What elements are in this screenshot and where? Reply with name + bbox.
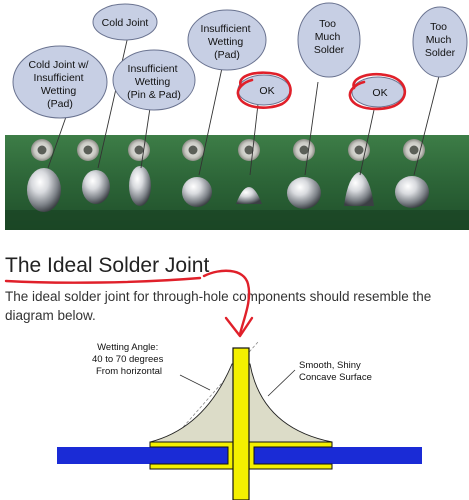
bubble-cold-insufficient: [12, 45, 108, 119]
solder-joint-diagram: Wetting Angle: 40 to 70 degrees From hor…: [57, 341, 422, 500]
callout-line: [249, 103, 259, 176]
solder-joint: [27, 168, 61, 212]
bubble-cold-joint: [92, 3, 158, 41]
label-cold-joint: Cold Joint: [102, 17, 149, 29]
bubble-too-much-2: [412, 6, 468, 78]
callout-line: [359, 109, 375, 176]
solder-joint: [182, 177, 212, 207]
pcb-board-left: [57, 447, 233, 464]
pad-hole: [83, 145, 93, 155]
pad-hole: [134, 145, 144, 155]
callout-line: [140, 107, 151, 169]
solder-joint: [82, 170, 110, 204]
bubble-too-much-1: [297, 2, 361, 78]
callout-lines: [47, 35, 440, 176]
solder-photo-figure: Cold Joint w/ Insufficient Wetting (Pad)…: [5, 2, 469, 230]
pad-hole: [37, 145, 47, 155]
label-too-much-1: Too Much Solder: [314, 18, 345, 56]
bubble-insufficient-pad: [187, 9, 267, 71]
pad-hole: [188, 145, 198, 155]
pcb-board-right: [249, 447, 422, 464]
label-ok-2: OK: [372, 87, 387, 99]
wetting-angle-label: Wetting Angle: 40 to 70 degrees From hor…: [92, 342, 166, 377]
article-paragraph: The ideal solder joint for through-hole …: [5, 289, 432, 323]
label-insufficient-pad: Insufficient Wetting (Pad): [201, 23, 254, 61]
board-shadow: [5, 210, 469, 230]
solder-joint: [236, 187, 262, 204]
solder-joint-row: [27, 166, 429, 212]
label-cold-insufficient: Cold Joint w/ Insufficient Wetting (Pad): [28, 59, 91, 110]
wetting-angle-pointer: [179, 374, 211, 391]
solder-joint: [129, 166, 151, 206]
callout-line: [97, 35, 129, 169]
component-lead: [232, 347, 250, 500]
red-circle-annotation: [236, 71, 292, 109]
pad-hole: [409, 145, 419, 155]
solder-joint: [344, 172, 374, 206]
red-circle-annotation: [348, 72, 407, 111]
pad-hole: [244, 145, 254, 155]
label-too-much-2: Too Much Solder: [425, 21, 456, 59]
pad-hole: [354, 145, 364, 155]
surface-pointer: [267, 369, 296, 397]
callout-line: [198, 67, 223, 176]
callout-line: [413, 75, 440, 176]
red-underline: [4, 276, 202, 284]
pad-right: [248, 441, 333, 470]
pad-hole: [299, 145, 309, 155]
bubble-insufficient-pin-pad: [112, 49, 196, 111]
surface-label: Smooth, Shiny Concave Surface: [299, 360, 372, 383]
callout-line: [304, 81, 319, 176]
solder-joint: [287, 177, 321, 209]
solder-joint: [395, 176, 429, 208]
label-ok-1: OK: [259, 85, 274, 97]
page-title: The Ideal Solder Joint: [5, 254, 210, 277]
callout-line: [47, 113, 68, 169]
label-insufficient-pin-pad: Insufficient Wetting (Pin & Pad): [127, 63, 181, 101]
